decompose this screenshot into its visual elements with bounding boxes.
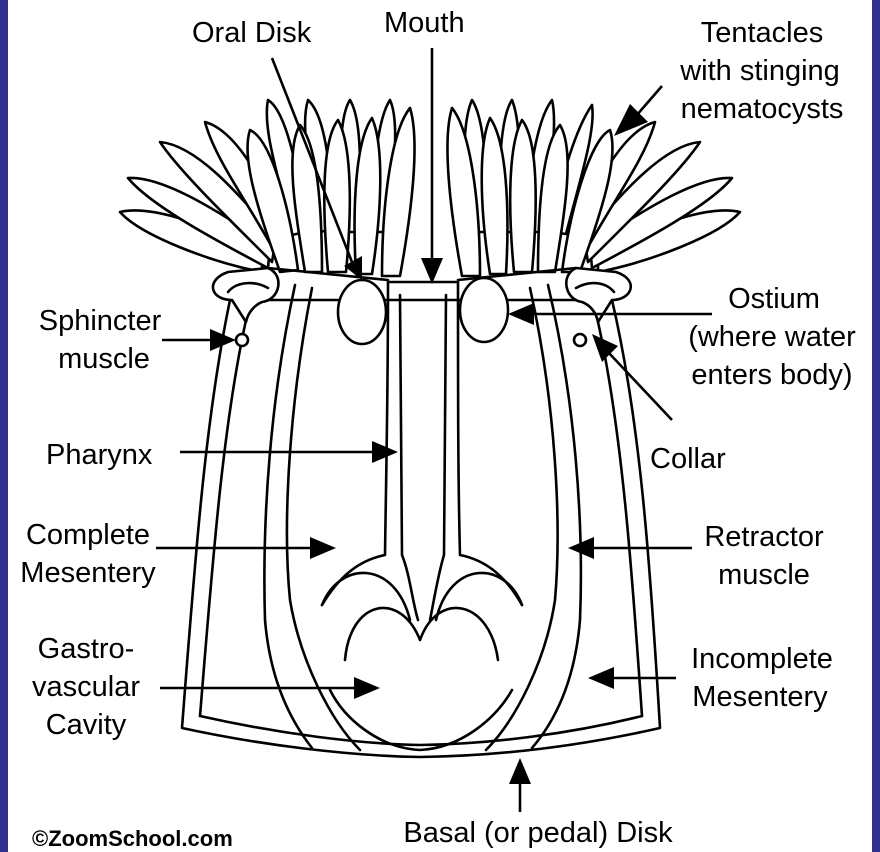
label-collar: Collar <box>650 443 726 475</box>
tentacles <box>120 100 740 276</box>
copyright-text: ©ZoomSchool.com <box>32 826 233 851</box>
label-sphincter-1: Sphincter <box>39 305 162 337</box>
label-tentacles-2: with stinging <box>679 55 840 87</box>
body-column <box>182 268 660 757</box>
label-retractor-1: Retractor <box>704 521 824 553</box>
label-mouth: Mouth <box>384 7 465 39</box>
label-retractor-2: muscle <box>718 559 810 591</box>
label-pharynx: Pharynx <box>46 439 153 471</box>
label-sphincter-2: muscle <box>58 343 150 375</box>
label-oral-disk: Oral Disk <box>192 17 312 49</box>
label-basal-disk: Basal (or pedal) Disk <box>403 817 673 849</box>
label-gastro-1: Gastro- <box>38 633 135 665</box>
label-incomplete-mesentery-1: Incomplete <box>691 643 833 675</box>
label-tentacles-3: nematocysts <box>681 93 844 125</box>
label-incomplete-mesentery-2: Mesentery <box>692 681 828 713</box>
label-tentacles-1: Tentacles <box>701 17 824 49</box>
label-gastro-3: Cavity <box>46 709 127 741</box>
label-complete-mesentery-1: Complete <box>26 519 150 551</box>
label-gastro-2: vascular <box>32 671 140 703</box>
label-ostium-2: (where water <box>688 321 856 353</box>
label-ostium-3: enters body) <box>691 359 852 391</box>
label-complete-mesentery-2: Mesentery <box>20 557 156 589</box>
label-ostium-1: Ostium <box>728 283 820 315</box>
